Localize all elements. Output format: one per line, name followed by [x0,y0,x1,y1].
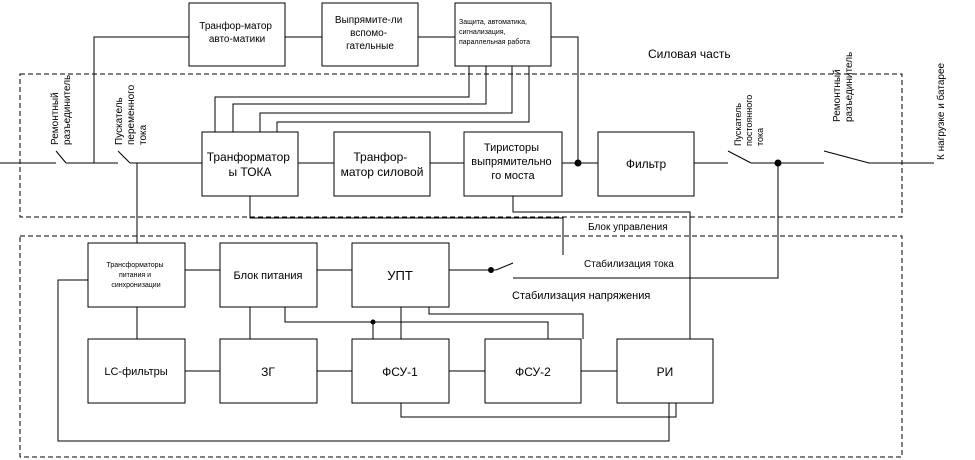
svg-text:УПТ: УПТ [387,268,413,283]
control-section-title: Блок управления [588,222,668,233]
block-label-line: Транформатор [207,150,291,164]
switches [55,150,870,164]
block-label-line: гательные [346,41,394,52]
block-label-line: го моста [491,170,535,182]
voltage-stabilization-label: Стабилизация напряжения [512,290,650,302]
block-label-line: синхронизации [111,282,160,289]
svg-text:Фильтр: Фильтр [626,157,667,171]
output-to-load-label: К нагрузке и батарее [935,62,947,160]
switch-label-line: тока [138,124,149,145]
svg-text:Транфор- матор силовой: Транфор- матор силовой [341,150,424,179]
power-transformer-block: Транфор- матор силовой [333,131,431,197]
block-label-line: Защита, автоматика, [459,19,527,26]
svg-text:ФСУ-2: ФСУ-2 [515,365,551,379]
block-label-line: параллельная работа [459,38,530,46]
power-section-frame [19,73,903,218]
block-label-line: матор силовой [341,165,424,179]
block-label-line: Транфор- [353,150,407,164]
block-label-line: вспомо- [350,28,387,39]
block-label-line: питания и [119,272,151,279]
svg-text:Тиристоры выпрямительно: Тиристоры выпрямительно го моста [471,142,554,182]
block-label-line: Блок питания [234,270,303,282]
switch-label-line: разъединитель [62,75,73,145]
ac-starter-label: Пускатель переменного тока [114,82,149,145]
power-section-title: Силовая часть [648,47,731,61]
junction-dot [488,267,494,273]
svg-text:Транфор-матор авто-матик: Транфор-матор авто-матики [199,20,274,45]
ri-block: РИ [616,338,714,404]
block-label-line: Выпрямите-ли [335,15,402,26]
block-label-line: УПТ [387,268,413,283]
switch-label-line: Ремонтный [832,69,843,122]
block-label-line: сигнализация, [459,29,506,36]
current-stabilization-label: Стабилизация тока [584,258,674,270]
switch-label-line: Пускатель [733,103,743,146]
switch-label-line: Ремонтный [50,92,61,145]
switch-label-line: постоянного [744,95,754,146]
filter-block: Фильтр [597,131,695,197]
svg-text:LC-фильтры: LC-фильтры [104,366,167,378]
svg-text:Трансформаторы питания и: Трансформаторы питания и синхронизации [106,262,165,289]
switch-label-line: Пускатель [114,97,125,145]
switch-label-line: тока [755,128,765,146]
svg-text:Защита, автоматика, сигн: Защита, автоматика, сигнализация, паралл… [459,19,530,46]
svg-text:РИ: РИ [657,365,674,379]
block-label-line: ФСУ-1 [382,365,418,379]
upt-block: УПТ [351,242,450,308]
block-label-line: Фильтр [626,157,667,171]
block-label-line: авто-матики [209,34,265,45]
thyristor-bridge-block: Тиристоры выпрямительно го моста [463,131,563,197]
block-label-line: Тиристоры [484,142,539,154]
autotransformer-block: Транфор-матор авто-матики [188,2,286,67]
power-supply-block: Блок питания [219,242,318,308]
dc-starter-label: Пускатель постоянного тока [733,92,765,146]
block-label-line: РИ [657,365,674,379]
fsu1-block: ФСУ-1 [351,338,450,404]
zg-block: ЗГ [219,338,318,404]
lc-filters-block: LC-фильтры [87,338,186,404]
current-transformers-block: Транформатор ы ТОКА [201,131,299,197]
aux-rectifiers-block: Выпрямите-ли вспомо- гательные [321,2,419,67]
control-section-frame [19,235,903,458]
svg-text:Транформатор ы ТОКА: Транформатор ы ТОКА [207,150,294,179]
svg-text:ЗГ: ЗГ [261,365,275,379]
svg-text:Блок питания: Блок питания [234,270,303,282]
protection-automation-block: Защита, автоматика, сигнализация, паралл… [454,2,552,67]
svg-text:ФСУ-1: ФСУ-1 [382,365,418,379]
block-label-line: ФСУ-2 [515,365,551,379]
block-label-line: LC-фильтры [104,366,167,378]
block-label-line: ЗГ [261,365,275,379]
block-label-line: выпрямительно [471,156,551,168]
block-label-line: Трансформаторы [106,262,163,269]
svg-text:Выпрямите-ли вспомо-: Выпрямите-ли вспомо- гательные [335,15,405,52]
switch-label-line: переменного [126,84,137,145]
repair-disconnector-in-label: Ремонтный разъединитель [50,75,73,145]
sync-transformers-block: Трансформаторы питания и синхронизации [87,242,186,308]
junction-dot [774,159,782,167]
repair-disconnector-out-label: Ремонтный разъединитель [832,52,855,122]
junction-dot [370,319,376,325]
fsu2-block: ФСУ-2 [484,338,582,404]
junction-dot [574,159,582,167]
block-label-line: Транфор-матор [199,20,272,32]
switch-label-line: разъединитель [844,52,855,122]
block-label-line: ы ТОКА [228,165,271,179]
